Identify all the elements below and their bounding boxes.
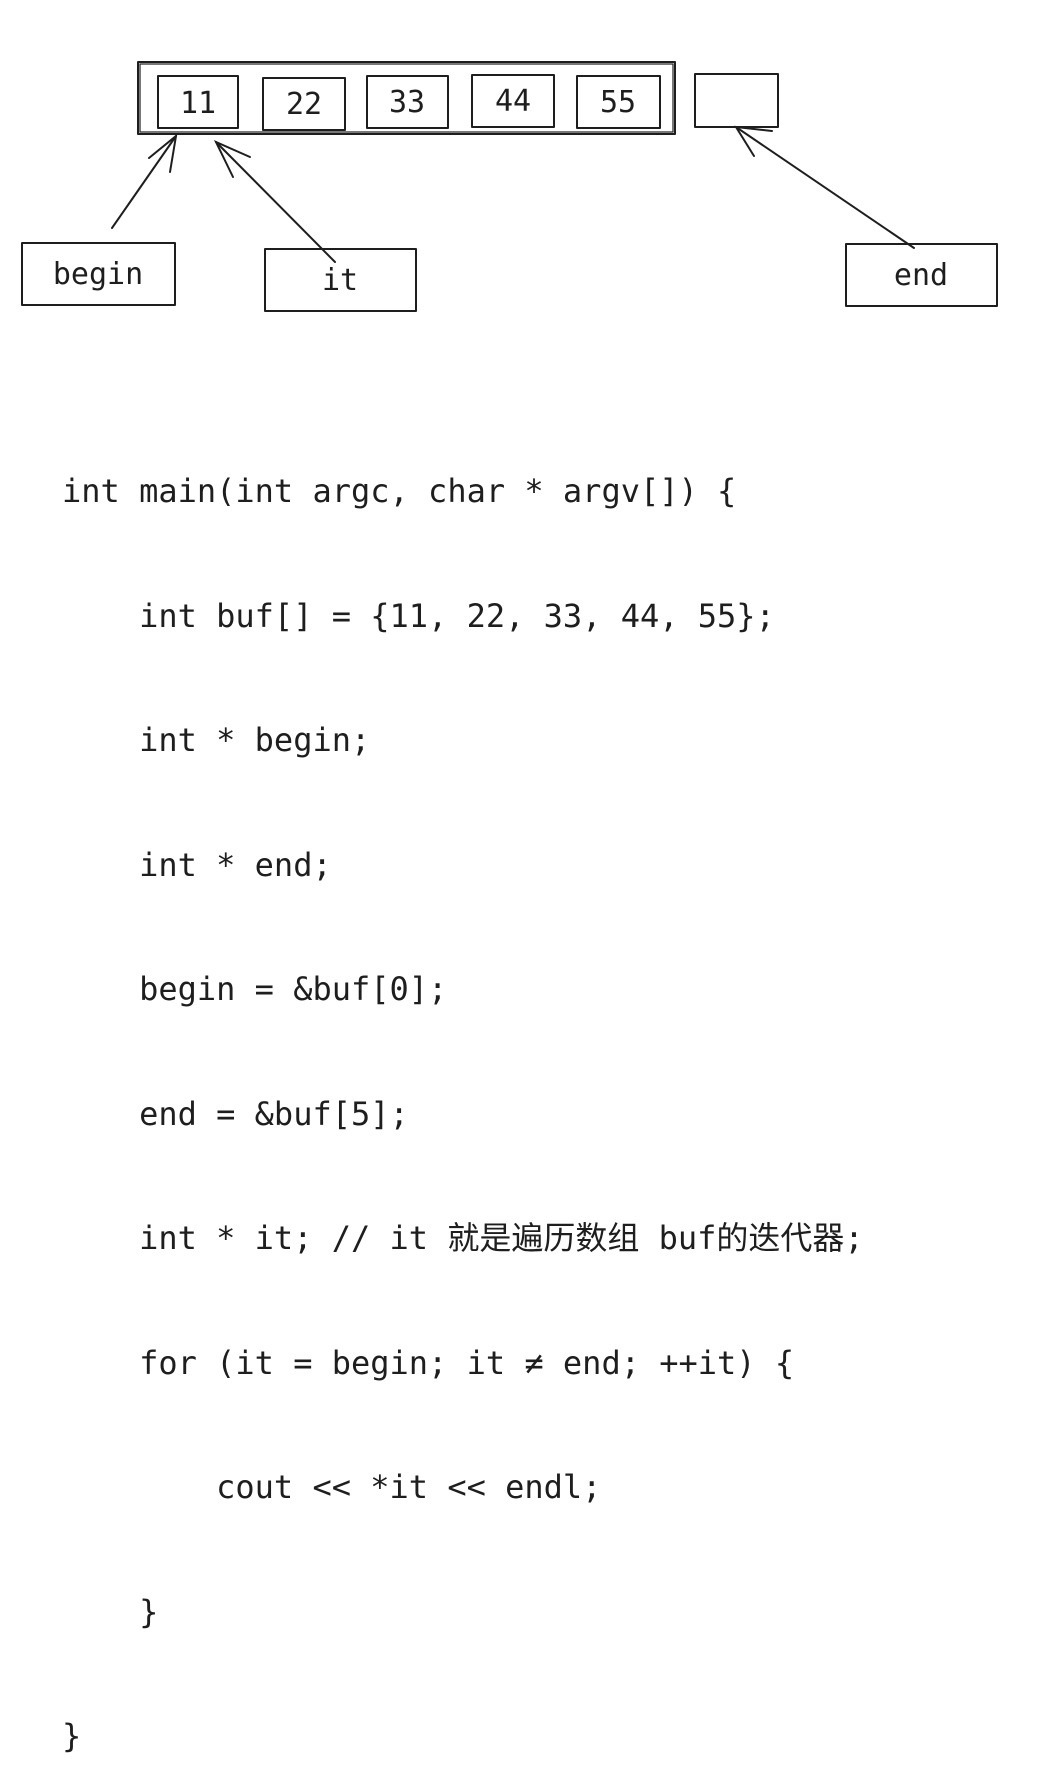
code-line: int * it; // it 就是遍历数组 buf的迭代器; (62, 1219, 864, 1257)
array-cell-value: 22 (286, 87, 322, 122)
code-line: int main(int argc, char * argv[]) { (62, 472, 737, 510)
array-container (137, 61, 676, 135)
array-cell-value: 55 (600, 85, 636, 120)
past-end-cell (694, 73, 779, 128)
end-pointer-box: end (845, 243, 998, 307)
array-cell-4: 55 (576, 75, 661, 129)
end-arrow (734, 125, 915, 249)
array-cell-0: 11 (157, 75, 239, 129)
iterator-diagram: 11 22 33 44 55 begin it end (21, 61, 998, 312)
array-cell-2: 33 (366, 75, 449, 129)
begin-label: begin (53, 257, 143, 292)
code-line: cout << *it << endl; (62, 1468, 602, 1506)
array-cell-3: 44 (471, 74, 555, 128)
array-cell-value: 33 (389, 85, 425, 120)
code-block: int main(int argc, char * argv[]) { int … (62, 388, 864, 1772)
array-cell-value: 44 (495, 84, 531, 119)
begin-arrow (111, 133, 178, 229)
it-pointer-box: it (264, 248, 417, 312)
array-cell-1: 22 (262, 77, 346, 131)
array-container-inner-stroke (139, 63, 674, 133)
code-line: int * begin; (62, 721, 371, 759)
code-line: begin = &buf[0]; (62, 970, 448, 1008)
code-line: for (it = begin; it ≠ end; ++it) { (62, 1343, 795, 1382)
code-line: int buf[] = {11, 22, 33, 44, 55}; (62, 596, 775, 635)
begin-pointer-box: begin (21, 242, 176, 306)
array-cell-value: 11 (180, 86, 216, 121)
code-line: end = &buf[5]; (62, 1094, 409, 1133)
code-line: } (62, 1592, 159, 1631)
code-line: } (62, 1717, 82, 1755)
it-arrow (213, 139, 336, 263)
code-line: int * end; (62, 845, 332, 884)
end-label: end (894, 258, 948, 293)
it-label: it (322, 263, 358, 298)
